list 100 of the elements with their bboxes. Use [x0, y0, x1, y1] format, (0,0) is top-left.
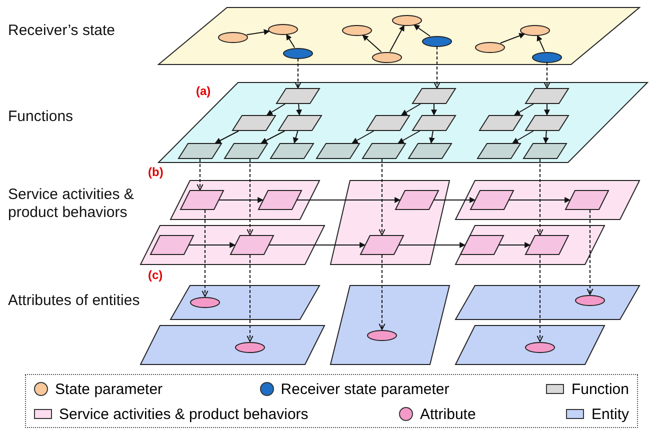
- legend-label: Entity: [591, 406, 629, 422]
- arrow: [498, 242, 531, 248]
- receiver-state-ellipse: [532, 52, 562, 62]
- entity-panel: [330, 285, 450, 365]
- legend-label: State parameter: [55, 380, 163, 398]
- activity-box: [360, 235, 404, 255]
- arrow: [260, 130, 286, 144]
- state-ellipse: [268, 24, 298, 34]
- state-ellipse: [218, 32, 248, 42]
- attribute-ellipse: [575, 294, 605, 306]
- arrow: [296, 104, 302, 116]
- activity-panel: [170, 180, 320, 220]
- arrow: [536, 34, 546, 52]
- activity-box: [258, 190, 302, 210]
- layer-label: Service activities & product behaviors: [8, 186, 135, 222]
- entity-panel: [455, 325, 605, 365]
- function-box: [525, 88, 569, 104]
- activity-box: [460, 235, 504, 255]
- function-box: [412, 88, 456, 104]
- activity-box: [470, 190, 514, 210]
- activity-box: [395, 190, 439, 210]
- dashed-arrow: [246, 254, 254, 342]
- activity-panel: [455, 180, 640, 220]
- receiver-state-ellipse: [283, 48, 313, 58]
- arrow: [542, 130, 549, 144]
- dashed-arrow: [378, 158, 386, 236]
- activity-box: [525, 235, 569, 255]
- arrow: [428, 130, 435, 144]
- state-ellipse: [372, 52, 402, 62]
- layer-label: Functions: [8, 108, 74, 126]
- layer-label: Attributes of entities: [8, 292, 140, 310]
- state-ellipse: [342, 24, 372, 36]
- legend-label: Service activities & product behaviors: [59, 406, 308, 422]
- dashed-arrow: [378, 254, 386, 330]
- state-ellipse: [520, 24, 550, 36]
- arrow: [512, 130, 534, 144]
- panel-letter: (c): [148, 268, 163, 282]
- legend-label: Function: [571, 380, 629, 398]
- arrow: [431, 104, 437, 116]
- function-box: [408, 143, 452, 159]
- dashed-arrow: [544, 62, 550, 88]
- function-box: [479, 115, 523, 131]
- activity-panel: [330, 180, 450, 265]
- entity-panel: [140, 325, 325, 365]
- arrow: [544, 104, 550, 116]
- receiver-state-ellipse: [422, 36, 452, 46]
- layer-plane: [158, 82, 648, 163]
- attribute-ellipse: [235, 342, 265, 352]
- function-box: [278, 115, 322, 131]
- activity-box: [150, 235, 194, 255]
- function-box: [362, 143, 406, 159]
- arrow: [188, 242, 236, 248]
- attribute-ellipse: [525, 342, 555, 352]
- function-box: [366, 115, 410, 131]
- state-ellipse: [392, 14, 422, 26]
- legend-label: Attribute: [420, 406, 476, 422]
- activity-box: [565, 190, 609, 210]
- arrow: [514, 104, 534, 116]
- dashed-arrow: [202, 210, 208, 297]
- activity-box: [230, 235, 274, 255]
- layer-label: Receiver’s state: [8, 22, 115, 40]
- arrow: [398, 242, 466, 248]
- dashed-arrow: [196, 158, 204, 190]
- dashed-arrow: [536, 158, 544, 236]
- arrow: [214, 130, 240, 144]
- arrow: [508, 197, 571, 203]
- arrow: [268, 242, 366, 248]
- function-box: [276, 88, 320, 104]
- arrow: [500, 33, 526, 44]
- function-box: [525, 115, 569, 131]
- arrow: [401, 104, 421, 116]
- function-box: [412, 115, 456, 131]
- arrow: [266, 104, 286, 116]
- arrow: [362, 34, 382, 52]
- dashed-arrow: [246, 158, 254, 236]
- arrow: [296, 197, 401, 203]
- function-box: [477, 143, 521, 159]
- arrow: [246, 29, 270, 36]
- function-box: [224, 143, 268, 159]
- arrow: [389, 24, 405, 52]
- function-box: [270, 143, 314, 159]
- attribute-ellipse: [367, 330, 397, 340]
- arrow: [286, 34, 296, 48]
- arrow: [292, 130, 299, 144]
- dashed-arrow: [586, 210, 594, 295]
- layer-plane: [158, 7, 640, 65]
- panel-letter: (b): [148, 165, 164, 179]
- function-box: [316, 143, 360, 159]
- activity-panel: [455, 225, 605, 265]
- function-box: [232, 115, 276, 131]
- activity-box: [180, 190, 224, 210]
- arrow: [398, 130, 420, 144]
- dashed-arrow: [294, 58, 302, 88]
- function-box: [523, 143, 567, 159]
- attribute-ellipse: [190, 296, 220, 308]
- arrow: [434, 197, 476, 203]
- legend-label: Receiver state parameter: [280, 380, 450, 398]
- activity-panel: [140, 225, 325, 265]
- arrow: [352, 130, 374, 144]
- entity-panel: [170, 285, 320, 320]
